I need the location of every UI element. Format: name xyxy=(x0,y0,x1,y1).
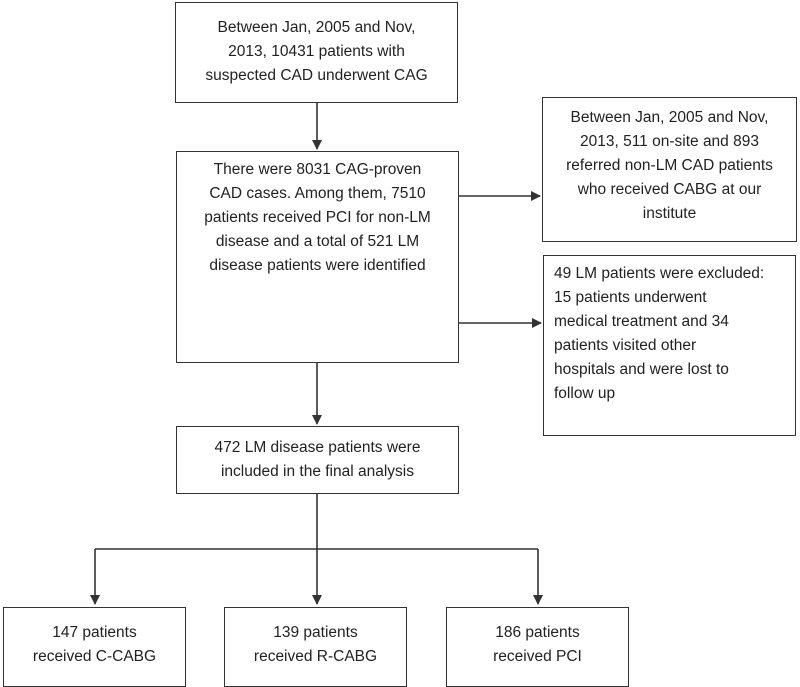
group-rcabg-line-2: received R-CABG xyxy=(253,648,378,665)
cad-cases-box: There were 8031 CAG-proven CAD cases. Am… xyxy=(176,151,459,363)
cabg-reference-line-4: who received CABG at our xyxy=(577,181,762,198)
excluded-line-5: hospitals and were lost to xyxy=(554,361,729,378)
final-analysis-line-1: 472 LM disease patients were xyxy=(214,439,421,456)
group-ccabg-line-2: received C-CABG xyxy=(32,648,157,665)
group-box-rcabg: 139 patients received R-CABG xyxy=(224,607,407,687)
screening-box: Between Jan, 2005 and Nov, 2013, 10431 p… xyxy=(175,2,458,103)
cabg-reference-box: Between Jan, 2005 and Nov, 2013, 511 on-… xyxy=(542,97,797,242)
cabg-reference-line-1: Between Jan, 2005 and Nov, xyxy=(570,109,769,126)
screening-line-3: suspected CAD underwent CAG xyxy=(205,67,428,84)
cabg-reference-line-3: referred non-LM CAD patients xyxy=(566,157,773,174)
cabg-reference-line-2: 2013, 511 on-site and 893 xyxy=(580,133,759,150)
cad-cases-line-4: disease and a total of 521 LM xyxy=(215,233,420,250)
excluded-box: 49 LM patients were excluded: 15 patient… xyxy=(543,255,796,436)
final-analysis-box: 472 LM disease patients were included in… xyxy=(176,426,459,494)
final-analysis-line-2: included in the final analysis xyxy=(220,463,414,480)
excluded-line-6: follow up xyxy=(554,385,616,402)
group-rcabg-line-1: 139 patients xyxy=(273,624,358,641)
group-box-pci: 186 patients received PCI xyxy=(446,607,629,687)
cad-cases-line-5: disease patients were identified xyxy=(209,257,426,274)
cabg-reference-line-5: institute xyxy=(642,205,697,222)
cad-cases-line-3: patients received PCI for non-LM xyxy=(204,209,431,226)
excluded-line-2: 15 patients underwent xyxy=(554,289,707,306)
excluded-line-3: medical treatment and 34 xyxy=(554,313,729,330)
screening-line-2: 2013, 10431 patients with xyxy=(228,43,405,60)
group-ccabg-line-1: 147 patients xyxy=(52,624,137,641)
cad-cases-line-2: CAD cases. Among them, 7510 xyxy=(209,185,426,202)
excluded-line-1: 49 LM patients were excluded: xyxy=(554,265,765,282)
screening-line-1: Between Jan, 2005 and Nov, xyxy=(217,19,416,36)
group-pci-line-2: received PCI xyxy=(493,648,582,665)
group-box-ccabg: 147 patients received C-CABG xyxy=(3,607,186,687)
cad-cases-line-1: There were 8031 CAG-proven xyxy=(213,161,422,178)
group-pci-line-1: 186 patients xyxy=(495,624,580,641)
excluded-line-4: patients visited other xyxy=(554,337,697,354)
